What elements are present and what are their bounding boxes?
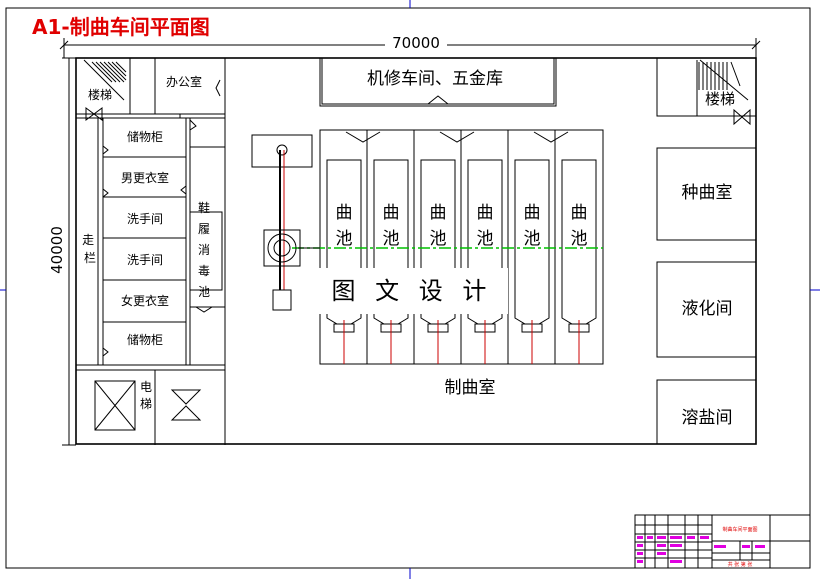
room-washroom-1: 洗手间 — [127, 212, 163, 226]
titleblock-drawing-name: 制曲车间平面图 — [722, 526, 757, 533]
stairs-right-hatch — [698, 59, 749, 101]
height-dimension-label: 40000 — [48, 226, 66, 274]
stairs-left-door[interactable] — [85, 107, 103, 121]
room-corridor: 走 栏 — [82, 233, 98, 265]
height-dimension: 40000 — [48, 57, 76, 446]
width-dimension: 70000 — [59, 34, 761, 58]
title-block: 制曲车间平面图 共 张 第 张 — [634, 514, 811, 569]
pool-4: 曲池 — [467, 159, 503, 364]
pool-5: 曲池 — [514, 159, 550, 364]
corridor-char-1: 走 — [82, 233, 94, 247]
pool-area — [319, 129, 604, 365]
room-stairs-right: 楼梯 — [705, 90, 735, 108]
room-main-hall: 制曲室 — [445, 378, 496, 398]
corridor-char-2: 栏 — [84, 250, 96, 265]
room-seed: 种曲室 — [682, 183, 733, 203]
elevator: 电梯 — [94, 380, 152, 431]
elevator-door-icon — [170, 389, 202, 421]
width-dimension-label: 70000 — [392, 34, 440, 52]
room-elevator: 电梯 — [140, 380, 152, 411]
office-door[interactable] — [215, 79, 221, 97]
room-storage-bottom: 储物柜 — [127, 332, 163, 347]
room-washroom-2: 洗手间 — [127, 253, 163, 267]
pool-label: 曲池 — [524, 203, 541, 249]
shoe-pool: 鞋履消毒池 — [190, 200, 223, 299]
corridor-label: 走 栏 — [82, 233, 98, 265]
room-salt: 溶盐间 — [682, 408, 733, 428]
room-repair: 机修车间、五金库 — [367, 69, 503, 89]
drawing-title: A1-制曲车间平面图 — [32, 15, 210, 39]
watermark: 图 文 设 计 — [332, 277, 493, 305]
repair-room: 机修车间、五金库 — [319, 57, 557, 107]
pool-label: 曲池 — [336, 203, 353, 249]
locker-doors — [102, 119, 213, 357]
left-wing — [76, 58, 226, 445]
pool-1: 曲池 — [326, 159, 362, 364]
room-male-locker: 男更衣室 — [121, 170, 169, 185]
pool-2: 曲池 — [373, 159, 409, 364]
pool-label: 曲池 — [477, 203, 494, 249]
room-female-locker: 女更衣室 — [121, 293, 169, 308]
room-shoe-pool: 鞋履消毒池 — [198, 200, 210, 299]
room-stairs-left: 楼梯 — [88, 87, 112, 102]
pool-label: 曲池 — [383, 203, 400, 249]
building-outline — [75, 57, 757, 445]
sheet-border — [5, 7, 811, 569]
pool-6: 曲池 — [561, 159, 597, 364]
equipment — [251, 134, 320, 311]
stairs-right-door[interactable] — [733, 108, 751, 126]
room-storage-top: 储物柜 — [127, 129, 163, 144]
titleblock-pink-marks — [637, 536, 765, 563]
pool-3: 曲池 — [420, 159, 456, 364]
right-wing — [656, 57, 757, 445]
watermark-bg — [318, 268, 508, 314]
room-liquefy: 液化间 — [682, 299, 733, 319]
pool-label: 曲池 — [571, 203, 588, 249]
pool-label: 曲池 — [430, 203, 447, 249]
stairs-left-hatch — [83, 59, 127, 101]
titleblock-footer: 共 张 第 张 — [728, 561, 753, 568]
room-office: 办公室 — [166, 74, 202, 89]
